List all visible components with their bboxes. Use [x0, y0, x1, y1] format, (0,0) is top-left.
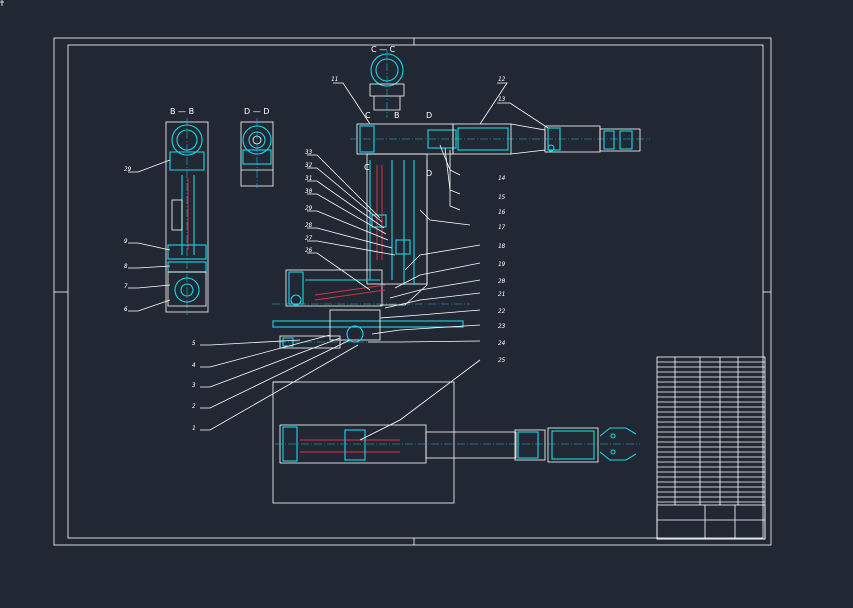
- section-mark-b-top: B: [394, 111, 400, 120]
- part-label-16: 16: [498, 209, 506, 216]
- part-label-11: 11: [331, 76, 338, 83]
- inner-frame: [67, 44, 764, 539]
- corner-mark: [0, 0, 4, 6]
- bottom-plan-view: [272, 381, 640, 504]
- part-label-32: 32: [304, 162, 313, 169]
- part-label-28: 28: [305, 222, 313, 229]
- outer-frame: [53, 37, 772, 546]
- part-label-29: 29: [305, 205, 313, 212]
- part-label-4: 4: [192, 362, 196, 369]
- part-label-18: 18: [498, 243, 506, 250]
- section-cc-title: C — C: [371, 45, 396, 54]
- part-label-17: 17: [498, 224, 506, 231]
- part-label-29-left: 29: [124, 166, 132, 173]
- part-label-14: 14: [498, 175, 506, 182]
- part-label-12: 12: [498, 76, 506, 83]
- section-mark-d-top: D: [426, 111, 432, 120]
- main-assembly: [272, 123, 650, 349]
- section-cc-view: [369, 50, 405, 118]
- part-label-24: 24: [498, 340, 506, 347]
- part-label-3: 3: [191, 382, 196, 389]
- part-label-6: 6: [124, 306, 128, 313]
- part-label-13: 13: [498, 96, 506, 103]
- part-label-33: 33: [304, 149, 313, 156]
- part-label-31: 31: [304, 175, 312, 182]
- part-label-5: 5: [192, 340, 196, 347]
- section-mark-c-bottom: C: [364, 163, 370, 172]
- parts-list-table: [656, 356, 766, 540]
- section-bb-title: B — B: [170, 107, 194, 116]
- part-label-8: 8: [124, 263, 128, 270]
- part-label-21: 21: [498, 291, 505, 298]
- part-label-9: 9: [124, 238, 128, 245]
- part-label-25: 25: [498, 357, 506, 364]
- part-label-20: 20: [498, 278, 506, 285]
- part-label-19: 19: [498, 261, 506, 268]
- section-bb-view: [165, 118, 209, 315]
- leader-lines: [128, 82, 549, 441]
- part-label-30: 30: [304, 188, 313, 195]
- part-label-27: 27: [305, 235, 313, 242]
- part-label-2: 2: [192, 403, 196, 410]
- section-dd-title: D — D: [244, 107, 269, 116]
- part-label-23: 23: [498, 323, 506, 330]
- part-label-26: 26: [305, 247, 313, 254]
- center-marks: [54, 38, 771, 545]
- part-label-15: 15: [498, 194, 506, 201]
- section-mark-d-bottom: D: [426, 169, 432, 178]
- section-mark-c-top: C: [365, 111, 371, 120]
- part-label-1: 1: [192, 425, 196, 432]
- part-label-7: 7: [124, 283, 128, 290]
- part-label-22: 22: [498, 308, 506, 315]
- section-dd-view: [240, 118, 274, 188]
